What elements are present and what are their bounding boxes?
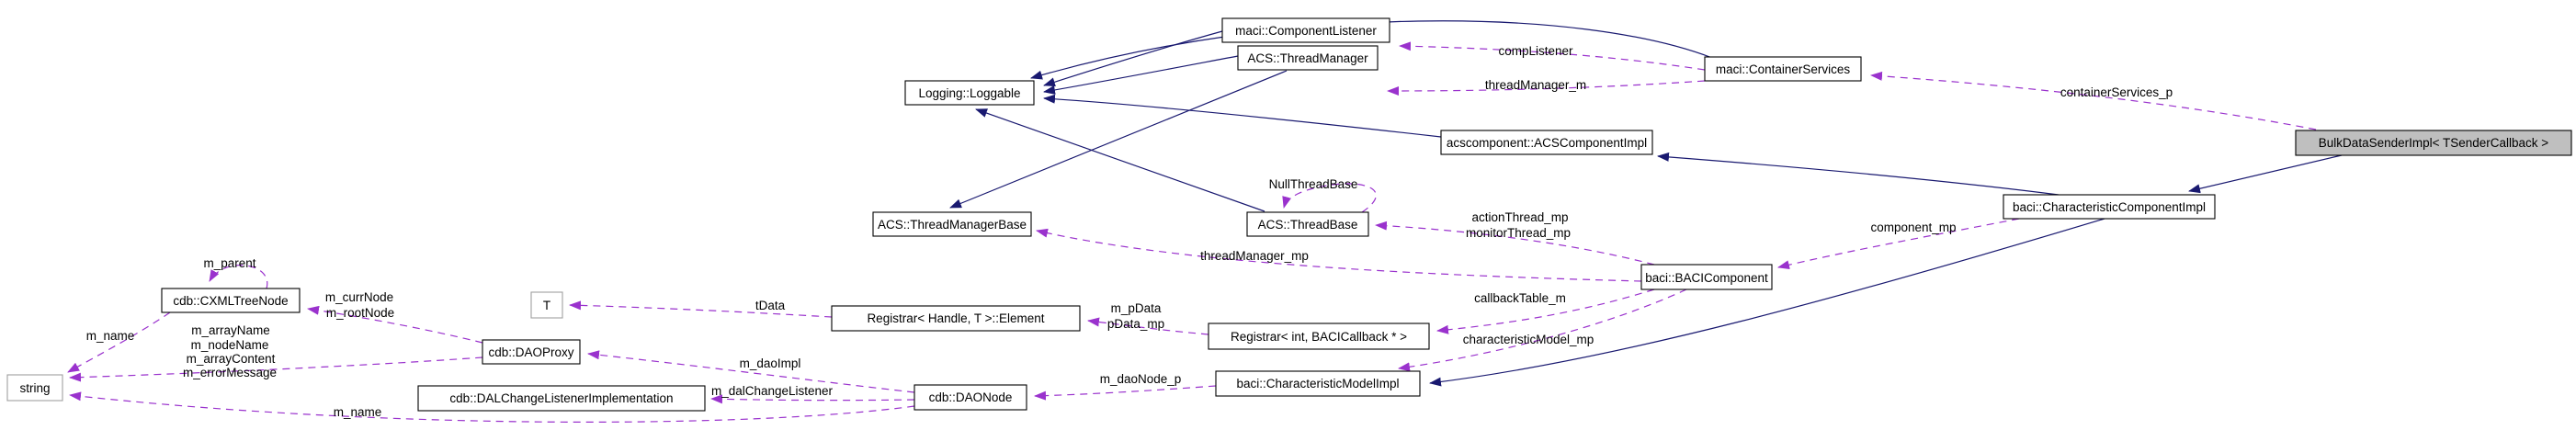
edge-label-threadmanager-m: threadManager_m (1485, 78, 1586, 92)
edge-usage-mname-tree-string (67, 311, 171, 373)
edge-label-characteristicmodel-mp: characteristicModel_mp (1463, 333, 1594, 346)
edge-usage-containerservices-p (1870, 71, 2317, 130)
edge-inherit-componentlistener-loggable (1043, 30, 1223, 87)
class-node-t[interactable]: T (530, 291, 563, 319)
class-node-label: ACS::ThreadBase (1258, 218, 1358, 232)
edge-label-component-mp: component_mp (1870, 221, 1956, 234)
class-node-acs-threadbase[interactable]: ACS::ThreadBase (1246, 211, 1369, 237)
edge-label-marraycontent: m_arrayContent (187, 352, 276, 366)
edge-usage-component-mp (1777, 218, 2020, 270)
class-node-maci-containerservices[interactable]: maci::ContainerServices (1704, 56, 1862, 82)
class-node-string[interactable]: string (6, 374, 63, 402)
edge-inherit-containerservices-loggable (1030, 20, 1713, 80)
class-node-registrar-int-bacicallback[interactable]: Registrar< int, BACICallback * > (1208, 322, 1430, 350)
class-node-cdb-dalchangelistenerimplementation[interactable]: cdb::DALChangeListenerImplementation (417, 385, 706, 412)
class-node-label: baci::BACIComponent (1645, 271, 1768, 285)
class-node-baci-characteristicmodelimpl[interactable]: baci::CharacteristicModelImpl (1215, 370, 1421, 397)
edge-inherit-characteristiccomponentimpl-acscomponentimpl (1657, 152, 2060, 196)
edge-label-tdata: tData (755, 299, 786, 312)
edge-label-mcurrnode: m_currNode (325, 290, 393, 304)
class-node-label: baci::CharacteristicModelImpl (1236, 377, 1399, 390)
edge-usage-nullthreadbase-loop (1282, 183, 1377, 213)
edge-usage-callbacktable-m (1436, 289, 1655, 334)
edge-label-pdata-mp: pData_mp (1107, 317, 1164, 331)
edge-label-mname-tree: m_name (86, 329, 135, 343)
edge-label-mdalchangelistener: m_dalChangeListener (711, 384, 834, 398)
class-node-label: ACS::ThreadManagerBase (878, 218, 1027, 232)
edge-usage-mparent-loop (209, 265, 268, 289)
edge-label-containerservices-p: containerServices_p (2060, 85, 2173, 99)
edge-usage-mcurrnode (307, 305, 483, 344)
class-node-logging-loggable[interactable]: Logging::Loggable (904, 80, 1035, 106)
edge-label-actionthread-mp: actionThread_mp (1471, 210, 1568, 224)
edge-inherit-bulkdatasender-characteristiccomponentimpl (2188, 154, 2343, 194)
class-node-label: Registrar< Handle, T >::Element (867, 311, 1044, 325)
edge-usage-mpdata (1087, 317, 1209, 335)
edge-label-mrootnode: m_rootNode (326, 306, 394, 320)
edge-usage-mdaonode-p (1034, 385, 1217, 401)
edge-label-mdaoimpl: m_daoImpl (740, 356, 801, 370)
class-node-registrar-element[interactable]: Registrar< Handle, T >::Element (831, 305, 1081, 332)
class-node-acscomponent-acscomponentimpl[interactable]: acscomponent::ACSComponentImpl (1440, 130, 1653, 155)
class-node-acs-threadmanager[interactable]: ACS::ThreadManager (1237, 45, 1379, 71)
class-node-label: string (19, 381, 50, 395)
edge-label-nullthreadbase: NullThreadBase (1269, 177, 1358, 191)
class-node-label: BulkDataSenderImpl< TSenderCallback > (2319, 136, 2549, 150)
edge-label-callbacktable-m: callbackTable_m (1474, 291, 1566, 305)
class-node-cdb-cxmltreenode[interactable]: cdb::CXMLTreeNode (161, 288, 301, 313)
edge-label-merrormessage: m_errorMessage (183, 366, 277, 379)
edge-label-monitorthread-mp: monitorThread_mp (1466, 226, 1571, 240)
edge-inherit-acscomponentimpl-loggable (1043, 94, 1442, 138)
class-node-label: T (543, 299, 550, 312)
edge-inherit-threadbase-loggable (975, 108, 1265, 212)
class-node-label: cdb::CXMLTreeNode (173, 294, 288, 308)
edge-label-mdaonode-p: m_daoNode_p (1100, 372, 1182, 386)
edge-inherit-characteristiccomponentimpl-characteristicmodelimpl (1429, 218, 2105, 387)
class-node-label: cdb::DAOProxy (488, 345, 573, 359)
edge-label-threadmanager-mp: threadManager_mp (1200, 249, 1309, 263)
class-node-baci-characteristiccomponentimpl[interactable]: baci::CharacteristicComponentImpl (2003, 194, 2216, 220)
edge-usage-tdata (569, 300, 833, 318)
edge-inherit-threadmanager-loggable (1043, 55, 1239, 95)
edge-usage-mdalchangelistener (710, 394, 915, 404)
edge-usage-mname-daonode-string (69, 391, 915, 423)
edge-usage-complistener (1399, 41, 1706, 71)
edge-label-mnodename: m_nodeName (191, 338, 269, 352)
edge-usage-mdaoimpl (587, 350, 915, 393)
class-node-maci-componentlistener[interactable]: maci::ComponentListener (1221, 17, 1390, 43)
class-node-label: Logging::Loggable (918, 86, 1020, 100)
class-node-cdb-daoproxy[interactable]: cdb::DAOProxy (482, 339, 581, 365)
edge-usage-mattrs-daoproxy-string (69, 356, 483, 382)
edge-label-complistener: compListener (1498, 44, 1573, 58)
edge-usage-characteristicmodel-mp (1398, 289, 1687, 372)
class-node-label: baci::CharacteristicComponentImpl (2013, 200, 2206, 214)
class-node-label: ACS::ThreadManager (1247, 51, 1368, 65)
edge-inherit-threadmanager-threadmanagerbase (949, 70, 1288, 209)
class-node-label: acscomponent::ACSComponentImpl (1447, 136, 1647, 150)
edge-usage-actionthread-mp (1375, 221, 1655, 266)
edge-label-mpdata: m_pData (1111, 301, 1162, 315)
class-node-bulkdatasenderimpl[interactable]: BulkDataSenderImpl< TSenderCallback > (2295, 130, 2572, 156)
class-node-label: maci::ContainerServices (1716, 62, 1851, 76)
class-node-label: Registrar< int, BACICallback * > (1231, 330, 1407, 344)
edge-usage-threadmanager-m (1387, 80, 1706, 96)
class-node-label: maci::ComponentListener (1235, 24, 1377, 38)
class-node-acs-threadmanagerbase[interactable]: ACS::ThreadManagerBase (872, 211, 1032, 237)
class-node-label: cdb::DALChangeListenerImplementation (449, 391, 673, 405)
class-node-baci-bacicomponent[interactable]: baci::BACIComponent (1640, 264, 1773, 290)
class-node-cdb-daonode[interactable]: cdb::DAONode (914, 384, 1027, 411)
edge-usage-threadmanager-mp (1036, 228, 1642, 282)
class-node-label: cdb::DAONode (929, 390, 1013, 404)
edge-label-mparent: m_parent (203, 256, 255, 270)
edge-label-mname-dao: m_name (334, 405, 382, 419)
edge-label-marrayname: m_arrayName (191, 323, 270, 337)
